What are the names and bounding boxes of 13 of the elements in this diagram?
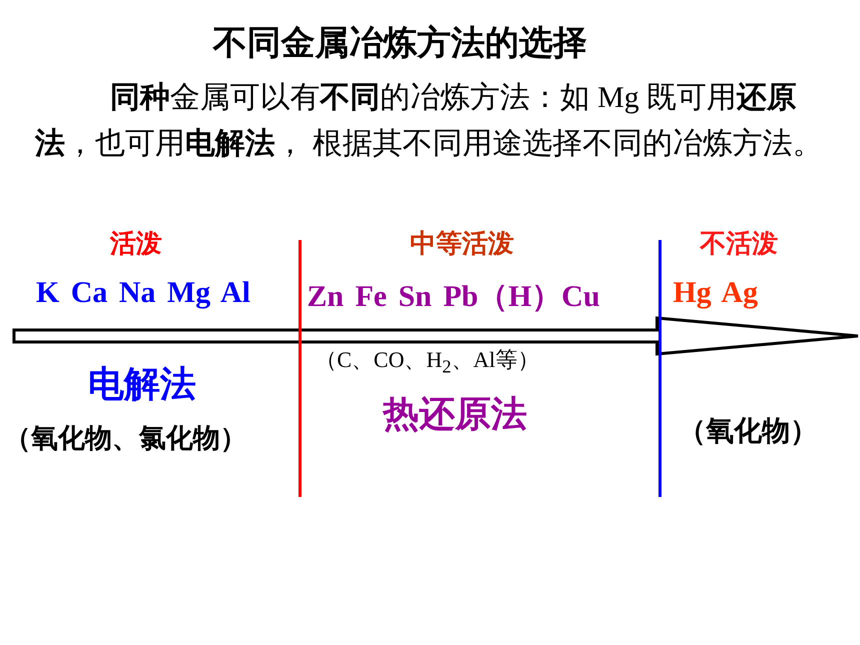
method-label: 热还原法 [383, 393, 527, 437]
ore-note: （氧化物、氯化物） [4, 422, 247, 456]
category-label: 不活泼 [700, 228, 778, 261]
element-symbols: Hg Ag [673, 276, 758, 310]
title: 不同金属冶炼方法的选择 [212, 22, 588, 65]
paragraph: 同种金属可以有不同的冶炼方法：如 Mg 既可用还原法，也可用电解法， 根据其不同用途选择不同的冶炼方法。 [35, 80, 824, 162]
category-label: 活泼 [110, 228, 162, 261]
method-label: 电解法 [88, 363, 196, 407]
element-symbols: Zn Fe Sn Pb（H）Cu [307, 279, 600, 315]
reagent-note: （C、CO、H$_{2}$、Al等） [315, 346, 540, 378]
element-symbols: K Ca Na Mg Al [36, 276, 250, 310]
category-label: 中等活泼 [410, 228, 514, 261]
ore-note: （氧化物） [678, 413, 818, 449]
